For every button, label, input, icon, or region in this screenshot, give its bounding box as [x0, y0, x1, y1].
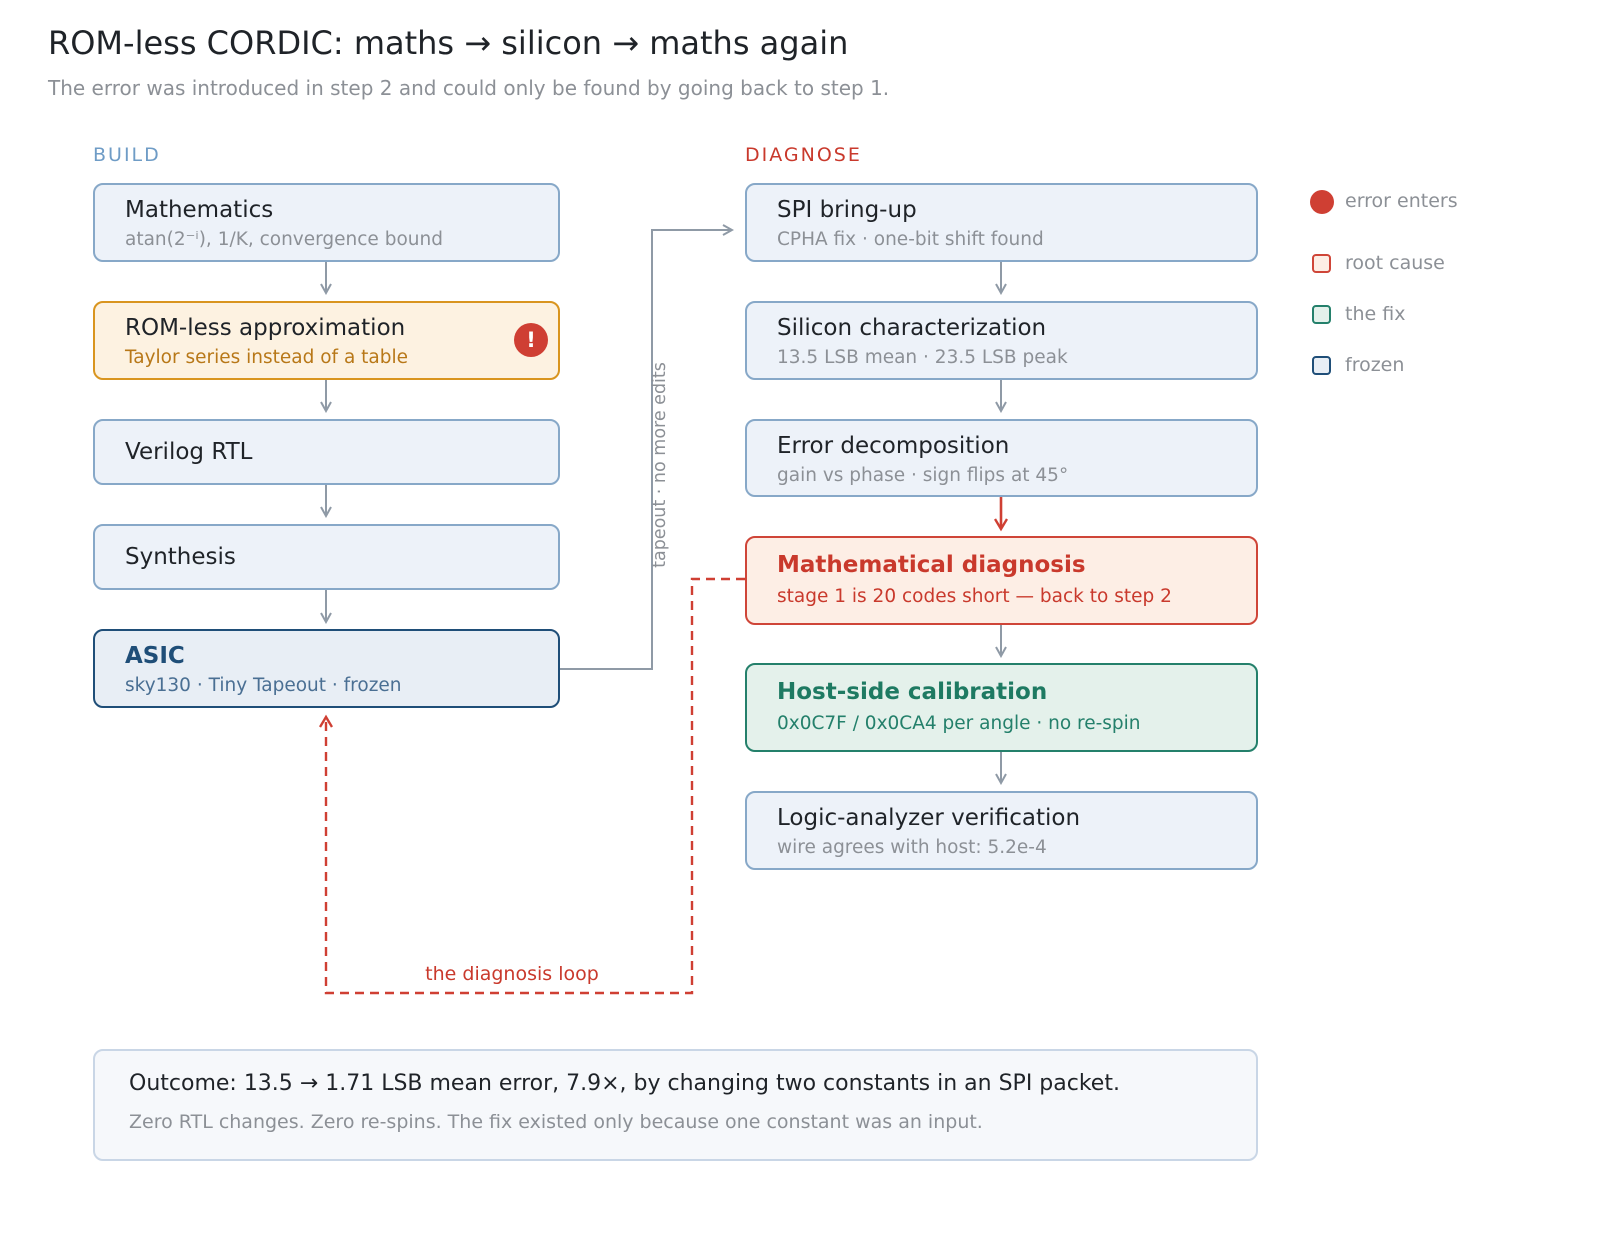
step-subtitle: stage 1 is 20 codes short — back to step…: [777, 586, 1172, 607]
step-title: Synthesis: [125, 544, 236, 570]
step-subtitle: gain vs phase · sign flips at 45°: [777, 465, 1069, 486]
step-subtitle: Taylor series instead of a table: [125, 347, 409, 368]
step-title: Silicon characterization: [777, 315, 1047, 341]
diagnose-heading: DIAGNOSE: [745, 144, 862, 166]
diagnose-step-mathematical-diagnosis: Mathematical diagnosis stage 1 is 20 cod…: [745, 536, 1258, 625]
outcome-sub-text: Zero RTL changes. Zero re-spins. The fix…: [129, 1111, 983, 1133]
step-subtitle: CPHA fix · one-bit shift found: [777, 229, 1044, 250]
build-step-rom-less-approximation: ROM-less approximation Taylor series ins…: [93, 301, 560, 380]
step-title: ROM-less approximation: [125, 315, 406, 341]
legend-frozen: frozen: [1345, 354, 1405, 376]
step-title: Mathematics: [125, 197, 274, 223]
build-step-asic: ASIC sky130 · Tiny Tapeout · frozen: [93, 629, 560, 708]
diagnose-step-silicon-characterization: Silicon characterization 13.5 LSB mean ·…: [745, 301, 1258, 380]
step-subtitle: wire agrees with host: 5.2e-4: [777, 837, 1047, 858]
step-title: Mathematical diagnosis: [777, 552, 1086, 578]
diagnose-step-error-decomposition: Error decomposition gain vs phase · sign…: [745, 419, 1258, 497]
legend-frozen-swatch-icon: [1312, 356, 1331, 375]
step-title: Host-side calibration: [777, 679, 1048, 705]
build-step-verilog-rtl: Verilog RTL: [93, 419, 560, 485]
step-subtitle: atan(2⁻ⁱ), 1/K, convergence bound: [125, 229, 443, 250]
build-step-synthesis: Synthesis: [93, 524, 560, 590]
diagnose-step-logic-analyzer-verification: Logic-analyzer verification wire agrees …: [745, 791, 1258, 870]
outcome-panel: Outcome: 13.5 → 1.71 LSB mean error, 7.9…: [93, 1049, 1258, 1161]
legend-error-dot-icon: [1310, 190, 1334, 214]
legend-root-cause-swatch-icon: [1312, 254, 1331, 273]
step-title: Error decomposition: [777, 433, 1010, 459]
build-step-mathematics: Mathematics atan(2⁻ⁱ), 1/K, convergence …: [93, 183, 560, 262]
page-subtitle: The error was introduced in step 2 and c…: [48, 76, 890, 100]
step-subtitle: 13.5 LSB mean · 23.5 LSB peak: [777, 347, 1068, 368]
outcome-main-text: Outcome: 13.5 → 1.71 LSB mean error, 7.9…: [129, 1071, 1120, 1096]
step-title: ASIC: [125, 643, 185, 669]
tapeout-label: tapeout · no more edits: [650, 362, 670, 568]
diagnose-step-spi-bring-up: SPI bring-up CPHA fix · one-bit shift fo…: [745, 183, 1258, 262]
legend-fix-swatch-icon: [1312, 305, 1331, 324]
legend-error-enters: error enters: [1345, 190, 1458, 212]
step-title: Logic-analyzer verification: [777, 805, 1081, 831]
step-title: Verilog RTL: [125, 439, 253, 465]
diagnosis-loop-connector: [326, 577, 745, 995]
legend-root-cause: root cause: [1345, 252, 1445, 274]
page-title: ROM-less CORDIC: maths → silicon → maths…: [48, 24, 849, 62]
step-title: SPI bring-up: [777, 197, 917, 223]
error-enters-icon: !: [514, 323, 548, 357]
diagnose-step-host-side-calibration: Host-side calibration 0x0C7F / 0x0CA4 pe…: [745, 663, 1258, 752]
tapeout-connector: [560, 230, 732, 670]
step-subtitle: sky130 · Tiny Tapeout · frozen: [125, 675, 402, 696]
step-subtitle: 0x0C7F / 0x0CA4 per angle · no re-spin: [777, 713, 1141, 734]
build-heading: BUILD: [93, 144, 161, 166]
diagnosis-loop-label: the diagnosis loop: [425, 963, 599, 985]
legend-the-fix: the fix: [1345, 303, 1406, 325]
